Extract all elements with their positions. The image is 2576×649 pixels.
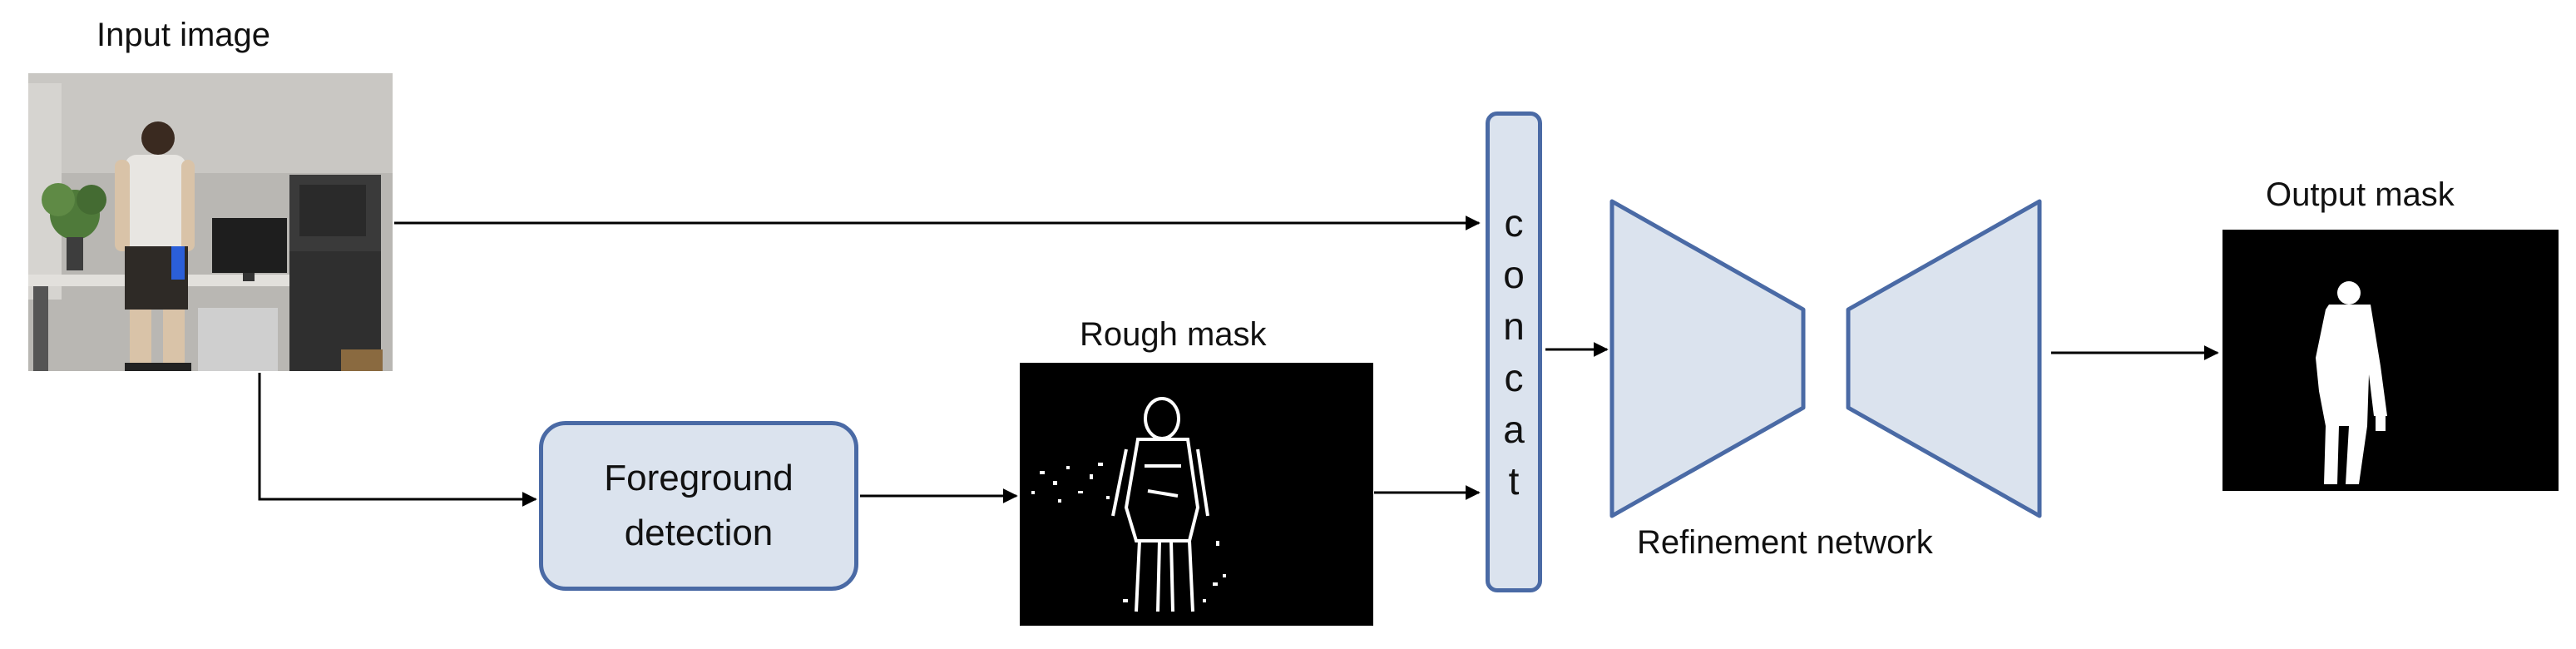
output-mask-image — [2222, 230, 2559, 491]
foreground-detection-line1: Foreground — [604, 458, 794, 498]
rough-mask-label: Rough mask — [1080, 316, 1267, 353]
input-image-photo — [28, 73, 393, 371]
concat-letter: n — [1503, 305, 1525, 348]
concat-letter: c — [1504, 201, 1524, 245]
foreground-detection-box: Foreground detection — [539, 421, 858, 591]
input-image-label: Input image — [96, 17, 271, 53]
concat-letter: o — [1503, 253, 1525, 296]
concat-box: c o n c a t — [1486, 111, 1542, 592]
concat-letter: c — [1504, 356, 1524, 399]
concat-letter: a — [1503, 408, 1525, 451]
rough-mask-image — [1020, 363, 1373, 626]
refinement-network-label: Refinement network — [1637, 524, 1933, 561]
encoder-trapezoid — [1609, 199, 1806, 518]
arrow-input-to-foreground-detection — [258, 373, 537, 507]
decoder-trapezoid — [1846, 199, 2042, 518]
foreground-detection-line2: detection — [624, 513, 774, 553]
concat-letter: t — [1508, 459, 1520, 503]
output-mask-label: Output mask — [2266, 176, 2455, 213]
